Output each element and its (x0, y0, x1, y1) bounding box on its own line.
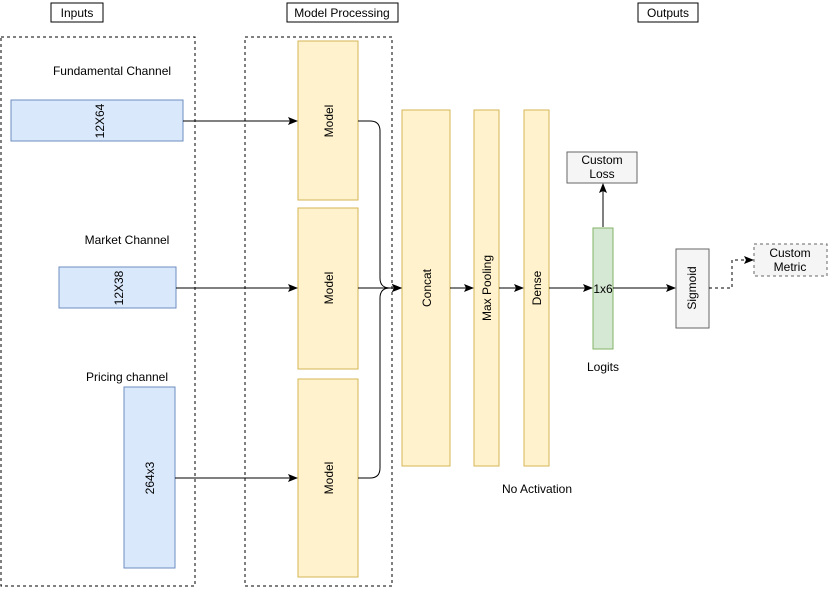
dense-label: Dense (530, 270, 544, 305)
inputs-header-label: Inputs (61, 6, 94, 20)
custom-loss-line1: Custom (581, 153, 622, 167)
custom-loss-line2: Loss (589, 167, 614, 181)
market-channel-label: Market Channel (85, 233, 170, 247)
model-label-market: Model (322, 272, 336, 305)
custom-metric-line1: Custom (769, 246, 810, 260)
model-label-pricing: Model (322, 462, 336, 495)
fundamental-input-shape: 12X64 (93, 103, 107, 138)
pricing-input-shape: 264x3 (143, 461, 157, 494)
market-input-shape: 12X38 (112, 270, 126, 305)
custom-metric-box: Custom Metric (753, 243, 828, 277)
model-box-pricing: Model (297, 378, 359, 578)
no-activation-label: No Activation (502, 482, 572, 496)
logits-caption: Logits (587, 360, 619, 374)
concat-layer: Concat (401, 109, 451, 467)
inputs-group (0, 36, 196, 587)
model-processing-group (244, 36, 393, 587)
outputs-header: Outputs (637, 2, 699, 23)
model-box-market: Model (297, 207, 359, 370)
custom-loss-box: Custom Loss (566, 151, 638, 184)
logits-shape: 1x6 (593, 282, 613, 296)
concat-label: Concat (420, 268, 434, 307)
connector-model-top-to-concat (358, 120, 402, 292)
inputs-header: Inputs (50, 2, 104, 23)
maxpool-label: Max Pooling (480, 255, 494, 321)
dense-layer: Dense (523, 109, 550, 467)
model-box-fundamental: Model (297, 40, 359, 201)
maxpool-layer: Max Pooling (473, 109, 500, 467)
model-processing-header: Model Processing (286, 2, 399, 23)
custom-metric-line2: Metric (774, 260, 807, 274)
model-processing-header-label: Model Processing (294, 6, 389, 20)
pricing-input-box: 264x3 (123, 386, 176, 569)
logits-box: 1x6 (592, 227, 614, 350)
model-label-fundamental: Model (322, 105, 336, 138)
fundamental-input-box: 12X64 (10, 99, 184, 142)
sigmoid-box: Sigmoid (675, 248, 710, 329)
outputs-header-label: Outputs (647, 6, 689, 20)
arrow-sigmoid-to-custom-metric (709, 256, 754, 289)
pricing-channel-label: Pricing channel (86, 370, 168, 384)
sigmoid-label: Sigmoid (685, 266, 699, 309)
fundamental-channel-label: Fundamental Channel (53, 64, 171, 78)
market-input-box: 12X38 (58, 266, 177, 309)
connector-model-bottom-to-concat (358, 284, 402, 479)
